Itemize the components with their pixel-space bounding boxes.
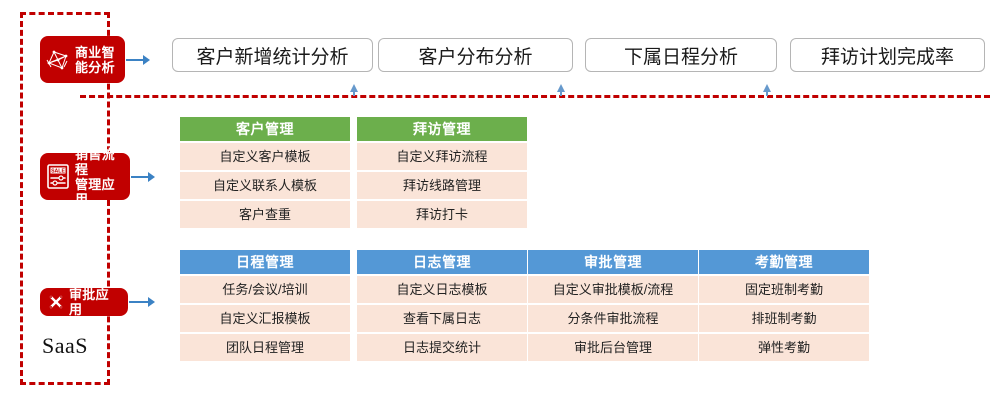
module-item[interactable]: 查看下属日志 [357, 305, 527, 332]
module-item[interactable]: 自定义客户模板 [180, 143, 350, 170]
top-button-customer-growth-analysis[interactable]: 客户新增统计分析 [172, 38, 373, 72]
module-item[interactable]: 自定义日志模板 [357, 276, 527, 303]
module-item[interactable]: 客户查重 [180, 201, 350, 228]
sales-connector-arrow [131, 172, 155, 182]
module-title: 客户管理 [180, 117, 350, 141]
approval-badge-label: 审批应用 [69, 287, 109, 317]
bi-badge[interactable]: 商业智 能分析 [40, 36, 125, 83]
approval-connector-arrow [129, 297, 155, 307]
module-item[interactable]: 分条件审批流程 [528, 305, 698, 332]
module-item[interactable]: 自定义审批模板/流程 [528, 276, 698, 303]
horizontal-dashed-divider [80, 95, 990, 98]
top-button-label: 客户分布分析 [418, 46, 533, 68]
top-button-customer-distribution-analysis[interactable]: 客户分布分析 [378, 38, 573, 72]
module-item[interactable]: 固定班制考勤 [699, 276, 869, 303]
top-button-label: 客户新增统计分析 [196, 46, 349, 68]
top-button-label: 下属日程分析 [623, 46, 738, 68]
module-customer-management[interactable]: 客户管理 自定义客户模板 自定义联系人模板 客户查重 [180, 117, 350, 228]
sale-tag-icon: SALE [45, 163, 71, 190]
module-item[interactable]: 拜访线路管理 [357, 172, 527, 199]
module-log-management[interactable]: 日志管理 自定义日志模板 查看下属日志 日志提交统计 [357, 250, 527, 361]
up-arrow-3 [763, 84, 771, 96]
top-button-visit-plan-completion-rate[interactable]: 拜访计划完成率 [790, 38, 985, 72]
bi-connector-arrow [126, 55, 150, 65]
cross-tools-icon [48, 294, 64, 310]
module-item[interactable]: 任务/会议/培训 [180, 276, 350, 303]
module-title: 审批管理 [528, 250, 698, 274]
top-button-label: 拜访计划完成率 [820, 46, 954, 68]
module-item[interactable]: 排班制考勤 [699, 305, 869, 332]
approval-badge[interactable]: 审批应用 [40, 287, 128, 317]
network-graph-icon [45, 47, 71, 73]
sales-badge[interactable]: SALE 销售流程 管理应用 [40, 147, 130, 207]
module-item[interactable]: 日志提交统计 [357, 334, 527, 361]
saas-label: SaaS [42, 333, 88, 358]
bi-badge-label: 商业智 能分析 [75, 44, 115, 75]
module-item[interactable]: 团队日程管理 [180, 334, 350, 361]
module-item[interactable]: 弹性考勤 [699, 334, 869, 361]
module-schedule-management[interactable]: 日程管理 任务/会议/培训 自定义汇报模板 团队日程管理 [180, 250, 350, 361]
module-attendance-management[interactable]: 考勤管理 固定班制考勤 排班制考勤 弹性考勤 [699, 250, 869, 361]
module-item[interactable]: 审批后台管理 [528, 334, 698, 361]
module-item[interactable]: 自定义联系人模板 [180, 172, 350, 199]
module-item[interactable]: 自定义汇报模板 [180, 305, 350, 332]
sales-badge-label: 销售流程 管理应用 [75, 146, 115, 207]
module-approval-management[interactable]: 审批管理 自定义审批模板/流程 分条件审批流程 审批后台管理 [528, 250, 698, 361]
module-title: 日程管理 [180, 250, 350, 274]
module-title: 日志管理 [357, 250, 527, 274]
top-button-subordinate-schedule-analysis[interactable]: 下属日程分析 [585, 38, 777, 72]
module-title: 考勤管理 [699, 250, 869, 274]
module-visit-management[interactable]: 拜访管理 自定义拜访流程 拜访线路管理 拜访打卡 [357, 117, 527, 228]
module-item[interactable]: 自定义拜访流程 [357, 143, 527, 170]
up-arrow-2 [557, 84, 565, 96]
svg-text:SALE: SALE [51, 169, 65, 175]
module-item[interactable]: 拜访打卡 [357, 201, 527, 228]
up-arrow-1 [350, 84, 358, 96]
module-title: 拜访管理 [357, 117, 527, 141]
